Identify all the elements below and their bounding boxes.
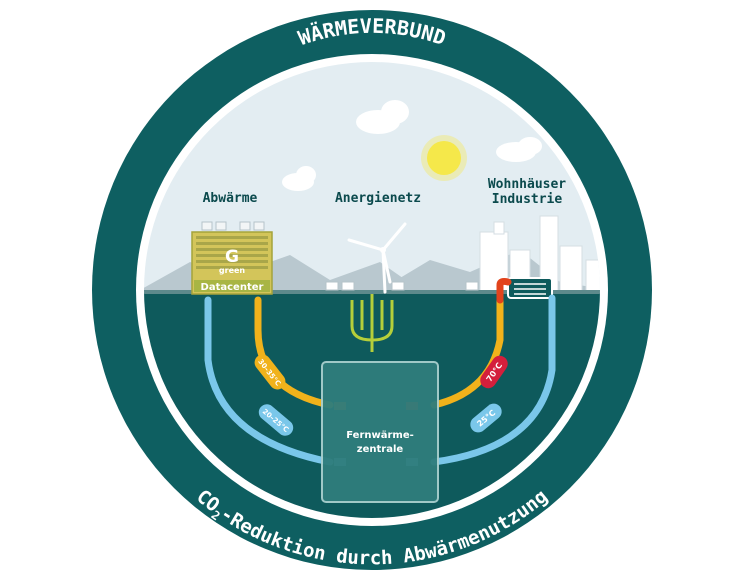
label-industrie: Industrie bbox=[492, 192, 563, 207]
right-cold-pipe bbox=[430, 294, 556, 466]
label-abwaerme: Abwärme bbox=[203, 191, 258, 206]
datacenter-green-text: green bbox=[219, 266, 246, 275]
solar-panels bbox=[325, 281, 479, 291]
heat-exchanger bbox=[507, 277, 553, 299]
left-cold-pipe bbox=[204, 296, 334, 466]
datacenter-building: G green Datacenter bbox=[191, 231, 273, 295]
temp-tag-right-hot: 70°C bbox=[480, 355, 508, 389]
label-wohnhaeuser: Wohnhäuser bbox=[488, 177, 566, 192]
label-anergienetz: Anergienetz bbox=[335, 191, 421, 206]
sun-icon bbox=[427, 141, 461, 175]
anergienetz-probe bbox=[350, 294, 394, 352]
zentrale-line2: zentrale bbox=[357, 444, 404, 455]
zentrale-line1: Fernwärme- bbox=[346, 430, 414, 441]
roof-units bbox=[201, 221, 265, 231]
datacenter-label: Datacenter bbox=[201, 282, 264, 293]
datacenter-logo: G bbox=[225, 247, 239, 267]
wind-turbine-icon bbox=[347, 222, 407, 294]
cloud-icon bbox=[282, 100, 542, 191]
temp-tag-right-cold: 25°C bbox=[470, 403, 502, 433]
fernwaermezentrale: Fernwärme- zentrale bbox=[321, 361, 439, 503]
